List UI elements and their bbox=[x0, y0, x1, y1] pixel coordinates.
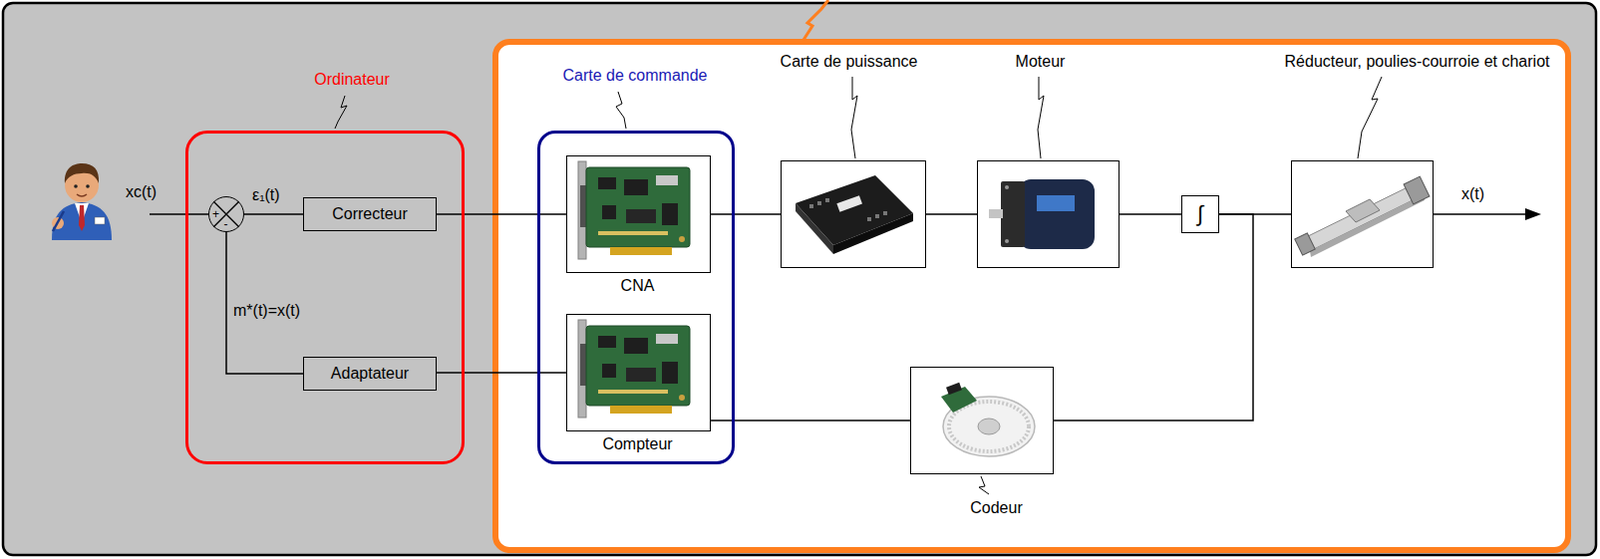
belt-axis-picture bbox=[1301, 183, 1425, 252]
signal-wire bbox=[1053, 214, 1254, 421]
motor-picture bbox=[1018, 179, 1095, 250]
signal-wire bbox=[436, 213, 567, 216]
part-name: Moteur bbox=[1015, 51, 1066, 71]
belt-axis-picture bbox=[1345, 199, 1380, 223]
power-board-picture bbox=[833, 213, 914, 255]
callout-leaders bbox=[334, 76, 1382, 495]
callout-leaders bbox=[1357, 76, 1382, 159]
encoder-picture bbox=[977, 418, 1000, 435]
dac-box: CNA bbox=[566, 155, 711, 274]
power-board-picture bbox=[809, 198, 888, 222]
signal-wire bbox=[436, 371, 567, 374]
signal-name: ε₁(t) bbox=[252, 185, 281, 205]
signal-wire bbox=[710, 213, 781, 216]
adapter-box: Adaptateur bbox=[303, 356, 437, 391]
counter-box: Compteur bbox=[566, 314, 711, 432]
signal-name: m*(t)=x(t) bbox=[233, 301, 301, 320]
encoder-picture bbox=[949, 401, 1029, 452]
operator-icon bbox=[73, 184, 78, 189]
cna-card-picture bbox=[578, 161, 690, 260]
operator-icon bbox=[51, 163, 112, 241]
part-name: Codeur bbox=[969, 498, 1022, 518]
callout-leaders bbox=[978, 476, 989, 495]
belt-axis-picture bbox=[1294, 176, 1430, 258]
signal-wire bbox=[1119, 213, 1182, 216]
motor-picture bbox=[1004, 239, 1009, 244]
integrator-box: ∫ bbox=[1181, 195, 1220, 234]
power-board-picture bbox=[795, 203, 834, 255]
part-name: Compteur bbox=[602, 434, 672, 454]
encoder-picture bbox=[946, 382, 962, 395]
power-board-picture bbox=[809, 204, 814, 209]
operator-icon bbox=[78, 205, 85, 232]
signal-wire bbox=[244, 213, 304, 216]
input-signal-name: xc(t) bbox=[125, 182, 157, 202]
reducer-box: Réducteur, poulies-courroie et chariot bbox=[1290, 160, 1434, 269]
motor-picture bbox=[1004, 185, 1009, 190]
part-name: CNA bbox=[621, 276, 655, 296]
computer-group: Ordinateur+-CorrecteurAdaptateur bbox=[185, 130, 465, 465]
operator-icon bbox=[94, 217, 105, 225]
motor-picture bbox=[1000, 181, 1025, 248]
part-name: Carte de puissance bbox=[780, 51, 919, 71]
output-wire bbox=[1433, 213, 1526, 216]
operator-icon bbox=[64, 163, 99, 184]
power-board-picture bbox=[867, 217, 872, 222]
summing-junction: +- bbox=[208, 196, 245, 233]
signal-wire bbox=[226, 232, 304, 374]
callout-leaders bbox=[851, 76, 858, 159]
part-name: Ordinateur bbox=[314, 69, 390, 89]
box-label: Correcteur bbox=[331, 204, 408, 224]
box-label: ∫ bbox=[1197, 201, 1204, 228]
operator-icon bbox=[76, 194, 87, 197]
output-signal-name: x(t) bbox=[1461, 184, 1485, 204]
belt-axis-picture bbox=[1309, 194, 1425, 258]
operator-icon bbox=[51, 202, 112, 241]
counter-card-picture bbox=[578, 320, 690, 418]
power-board-picture bbox=[795, 175, 914, 255]
power-board-picture bbox=[875, 214, 880, 219]
signal-wire bbox=[926, 213, 977, 216]
orange-leader bbox=[803, 0, 829, 40]
control-card-group: Carte de commandeCNACompteur bbox=[537, 130, 735, 465]
orange-frame bbox=[495, 41, 1569, 551]
belt-axis-picture bbox=[1403, 176, 1430, 205]
motor-picture bbox=[988, 209, 1003, 219]
encoder-box: Codeur bbox=[910, 366, 1054, 475]
power-board-picture bbox=[795, 175, 914, 246]
part-name: Carte de commande bbox=[563, 65, 708, 85]
sign-mark: + bbox=[212, 208, 220, 221]
signal-wire bbox=[710, 419, 911, 422]
callout-leaders bbox=[334, 95, 347, 129]
power-board-picture bbox=[825, 198, 830, 203]
power-board-picture bbox=[817, 201, 822, 206]
input-wire bbox=[149, 213, 209, 216]
belt-axis-picture bbox=[1294, 233, 1315, 256]
part-name: Réducteur, poulies-courroie et chariot bbox=[1284, 51, 1551, 71]
motor-box: Moteur bbox=[976, 160, 1120, 269]
encoder-picture bbox=[941, 382, 1035, 457]
callout-leaders bbox=[1037, 76, 1044, 159]
box-label: Adaptateur bbox=[330, 363, 409, 383]
controller-box: Correcteur bbox=[303, 197, 437, 232]
power-board-picture bbox=[836, 195, 863, 213]
operator-icon bbox=[85, 184, 90, 189]
output-arrowhead bbox=[1525, 208, 1542, 221]
sign-mark: - bbox=[224, 218, 229, 231]
power-board-picture bbox=[883, 211, 888, 216]
operator-icon bbox=[52, 211, 64, 232]
callout-leaders bbox=[616, 91, 627, 129]
motor-picture bbox=[1036, 195, 1075, 212]
power-board-box: Carte de puissance bbox=[780, 160, 927, 269]
motor-picture bbox=[988, 179, 1095, 250]
